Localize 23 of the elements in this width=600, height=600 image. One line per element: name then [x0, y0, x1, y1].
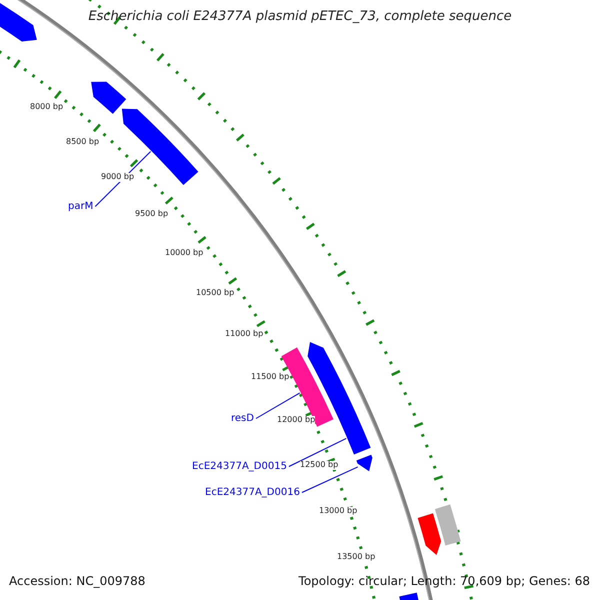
map-title: Escherichia coli E24377A plasmid pETEC_73, complete sequence	[87, 10, 513, 24]
summary-text: Topology: circular; Length: 70,609 bp; Genes: 68	[298, 575, 590, 588]
leader-line	[288, 438, 347, 467]
leader-line	[94, 151, 152, 207]
scale-label: 12000 bp	[277, 416, 316, 425]
gene-label: EcE24377A_D0015	[192, 461, 287, 472]
scale-label: 13000 bp	[319, 507, 358, 516]
accession-text: Accession: NC_009788	[9, 575, 146, 588]
leader-line	[301, 466, 358, 493]
scale-label: 8000 bp	[30, 103, 64, 112]
scale-label: 10500 bp	[196, 289, 234, 298]
gene-feature	[356, 454, 372, 472]
scale-label: 10000 bp	[165, 249, 204, 258]
scale-label: 9000 bp	[101, 173, 134, 182]
scale-label: 9500 bp	[135, 210, 168, 219]
scale-label: 11500 bp	[251, 373, 290, 382]
gene-feature	[122, 108, 198, 185]
leader-line	[255, 392, 300, 419]
gene-feature	[308, 342, 371, 454]
gene-label: EcE24377A_D0016	[205, 487, 300, 498]
gene-label: resD	[231, 413, 254, 424]
gene-label: parM	[68, 201, 94, 212]
scale-label: 13500 bp	[337, 553, 376, 562]
